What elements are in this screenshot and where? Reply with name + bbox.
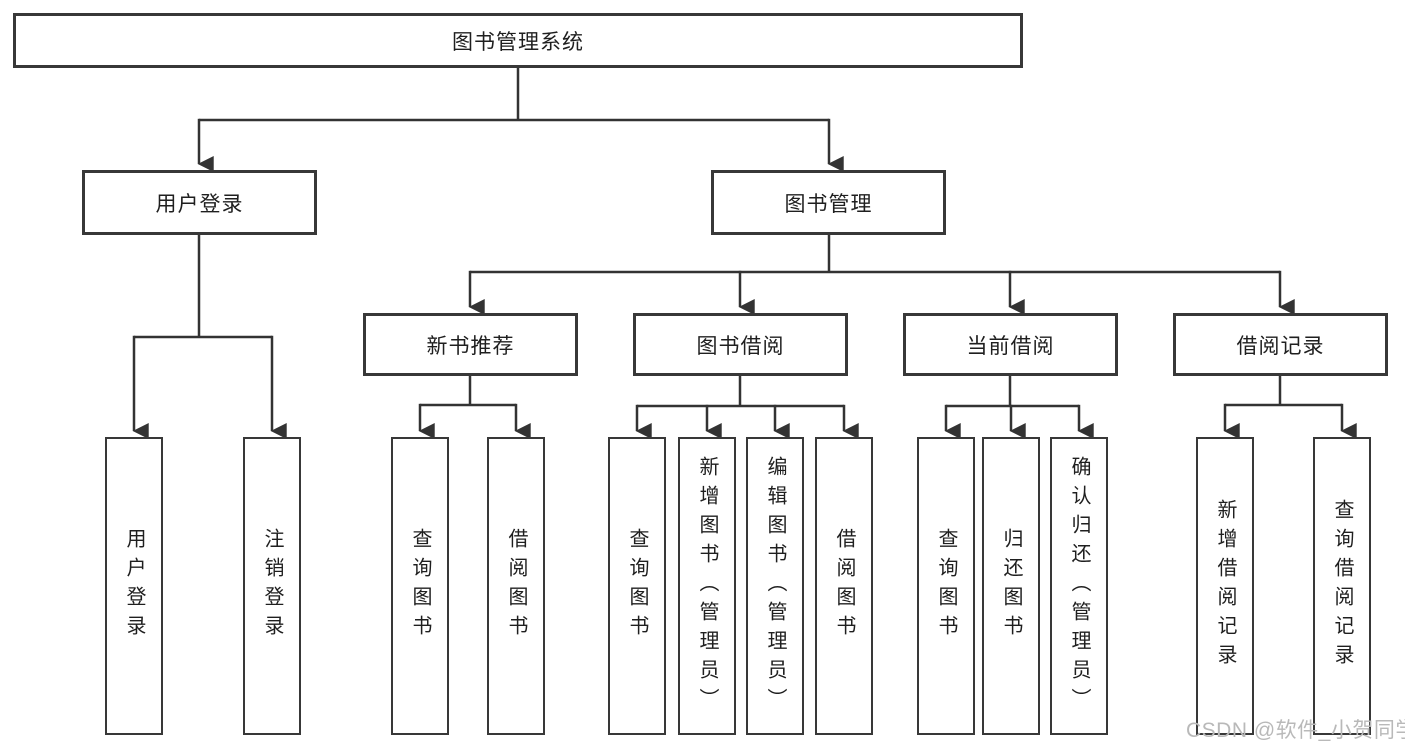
leaf-label: 查询借阅记录 (1331, 499, 1353, 673)
leaf-query-borrow-record: 查询借阅记录 (1313, 437, 1371, 735)
leaf-borrow-books-2: 借阅图书 (815, 437, 873, 735)
leaf-label: 查询图书 (935, 528, 957, 644)
leaf-return-book: 归还图书 (982, 437, 1040, 735)
leaf-query-books-3: 查询图书 (917, 437, 975, 735)
leaf-label: 借阅图书 (505, 528, 527, 644)
leaf-label: 查询图书 (409, 528, 431, 644)
leaf-label: 确认归还（管理员） (1068, 455, 1090, 717)
leaf-label: 注销登录 (261, 528, 283, 644)
leaf-user-login: 用户登录 (105, 437, 163, 735)
leaf-label: 查询图书 (626, 528, 648, 644)
node-current-borrow: 当前借阅 (903, 313, 1118, 376)
node-book-management: 图书管理 (711, 170, 946, 235)
leaf-label: 新增图书（管理员） (696, 455, 718, 717)
leaf-label: 编辑图书（管理员） (764, 455, 786, 717)
node-borrow-records: 借阅记录 (1173, 313, 1388, 376)
node-new-book-recommend: 新书推荐 (363, 313, 578, 376)
leaf-label: 归还图书 (1000, 528, 1022, 644)
leaf-add-borrow-record: 新增借阅记录 (1196, 437, 1254, 735)
node-library-management-system: 图书管理系统 (13, 13, 1023, 68)
leaf-borrow-books-1: 借阅图书 (487, 437, 545, 735)
leaf-query-books-2: 查询图书 (608, 437, 666, 735)
leaf-query-books-1: 查询图书 (391, 437, 449, 735)
leaf-label: 新增借阅记录 (1214, 499, 1236, 673)
node-user-login: 用户登录 (82, 170, 317, 235)
csdn-watermark: CSDN @软件_小贺同学 (1186, 719, 1405, 742)
leaf-logout: 注销登录 (243, 437, 301, 735)
leaf-confirm-return-admin: 确认归还（管理员） (1050, 437, 1108, 735)
leaf-edit-book-admin: 编辑图书（管理员） (746, 437, 804, 735)
node-book-borrow: 图书借阅 (633, 313, 848, 376)
leaf-label: 用户登录 (123, 528, 145, 644)
leaf-label: 借阅图书 (833, 528, 855, 644)
leaf-add-book-admin: 新增图书（管理员） (678, 437, 736, 735)
